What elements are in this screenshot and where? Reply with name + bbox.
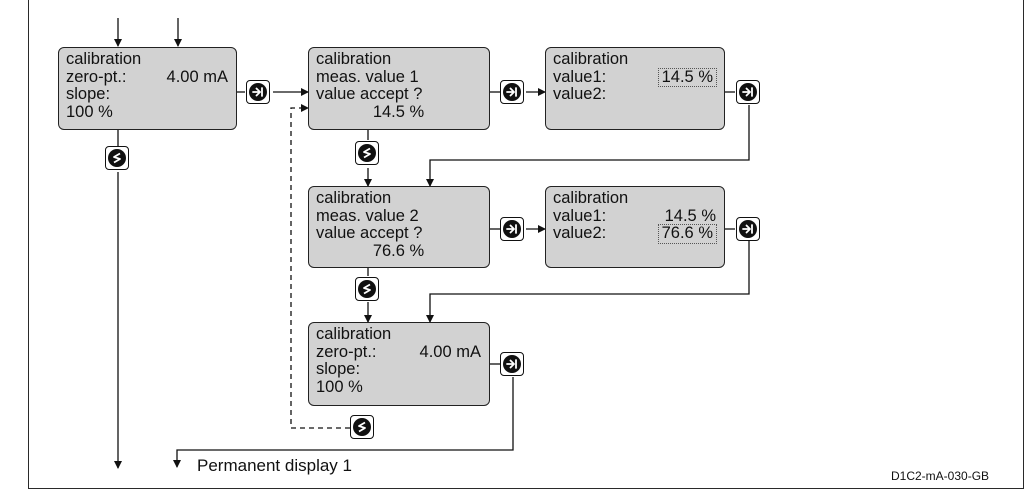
- screen-line: calibration: [316, 325, 392, 343]
- slope-value: 100 %: [316, 377, 363, 396]
- zero-point-value: 4.00 mA: [166, 67, 228, 86]
- scroll-icon: [113, 152, 121, 164]
- arrow-s3-s4: [426, 105, 750, 187]
- screen-line: value accept ?: [316, 224, 423, 242]
- screen-line: calibration: [553, 189, 629, 207]
- enter-key[interactable]: [736, 80, 760, 104]
- zero-point-label: zero-pt.:: [316, 342, 377, 361]
- screen-line: calibration: [316, 50, 392, 68]
- slope-label: slope:: [316, 360, 361, 378]
- screen-calibration-result: calibration zero-pt.: 4.00 mA slope: 100 …: [308, 322, 490, 406]
- value1-field: 14.5 %: [657, 67, 718, 87]
- enter-key[interactable]: [500, 80, 524, 104]
- measured-value: 14.5 %: [372, 102, 425, 121]
- enter-key[interactable]: [500, 352, 524, 376]
- screen-meas-value-2: calibration meas. value 2 value accept ?…: [308, 186, 490, 268]
- value1-field: 14.5 %: [664, 206, 716, 225]
- slope-label: slope:: [66, 85, 111, 103]
- enter-icon: [252, 87, 263, 97]
- zero-point-value: 4.00 mA: [419, 342, 481, 361]
- screen-line: calibration: [316, 189, 392, 207]
- scroll-key[interactable]: [105, 146, 129, 170]
- screen-line: meas. value 1: [316, 67, 419, 86]
- figure-id: D1C2-mA-030-GB: [891, 469, 990, 483]
- scroll-key[interactable]: [355, 277, 379, 301]
- dashed-return-line: [290, 104, 350, 429]
- enter-icon: [742, 87, 753, 97]
- slope-value: 100 %: [66, 102, 113, 121]
- screen-calibration-start: calibration zero-pt.: 4.00 mA slope: 100 …: [58, 47, 237, 130]
- value2-field: 76.6 %: [657, 224, 718, 244]
- arrow-s5-s6: [426, 241, 750, 323]
- value1-label: value1:: [553, 67, 607, 86]
- scroll-key[interactable]: [355, 141, 379, 165]
- value1-label: value1:: [553, 206, 607, 225]
- scroll-icon: [358, 421, 366, 433]
- enter-key[interactable]: [500, 217, 524, 241]
- screen-line: meas. value 2: [316, 206, 419, 225]
- enter-icon: [742, 224, 753, 234]
- diagram-frame: [28, 0, 1024, 489]
- enter-icon: [506, 359, 517, 369]
- arrow-s6-exit: [173, 377, 514, 468]
- enter-key[interactable]: [246, 80, 270, 104]
- value2-label: value2:: [553, 224, 607, 242]
- enter-icon: [506, 224, 517, 234]
- scroll-icon: [363, 283, 371, 295]
- screen-line: calibration: [66, 50, 142, 68]
- scroll-key[interactable]: [350, 415, 374, 439]
- enter-key[interactable]: [736, 217, 760, 241]
- scroll-icon: [363, 147, 371, 159]
- zero-point-label: zero-pt.:: [66, 67, 127, 86]
- screen-line: calibration: [553, 50, 629, 68]
- measured-value: 76.6 %: [372, 241, 425, 260]
- value2-label: value2:: [553, 85, 607, 103]
- screen-values-2: calibration value1: 14.5 % value2: 76.6 %: [545, 186, 725, 268]
- exit-label: Permanent display 1: [197, 456, 352, 475]
- screen-line: value accept ?: [316, 85, 423, 103]
- enter-icon: [506, 87, 517, 97]
- screen-meas-value-1: calibration meas. value 1 value accept ?…: [308, 47, 490, 130]
- screen-values-1: calibration value1: 14.5 % value2:: [545, 47, 725, 130]
